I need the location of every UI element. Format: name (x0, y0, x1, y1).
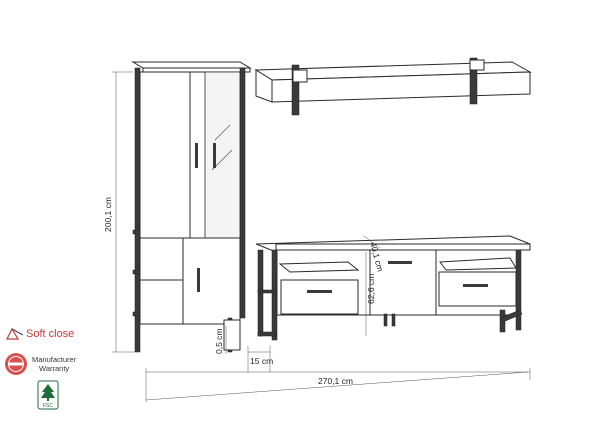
soft-close-label: Soft close (26, 328, 75, 340)
warranty-badge: Manufacturer Warranty (4, 352, 76, 376)
width-dimension: 270,1 cm (318, 376, 353, 386)
warranty-label-line2: Warranty (39, 364, 70, 373)
tv-height-dimension: 62,6 cm (366, 274, 376, 304)
warranty-seal-icon (5, 353, 27, 375)
leg-dimension: 15 cm (250, 356, 273, 366)
height-dimension: 200,1 cm (103, 197, 113, 232)
gap-dimension: 0,5 cm (214, 328, 224, 354)
tall-cabinet (131, 61, 252, 353)
fsc-tree-icon: FSC (37, 380, 59, 410)
tv-stand (255, 235, 531, 341)
warranty-label-line1: Manufacturer (32, 355, 77, 364)
wall-shelf (254, 57, 532, 116)
soft-close-badge: Soft close (4, 326, 74, 342)
fsc-text: FSC (43, 403, 53, 409)
dimension-lines (112, 71, 531, 402)
fsc-badge: FSC (37, 380, 59, 410)
hinge-icon (6, 327, 24, 340)
